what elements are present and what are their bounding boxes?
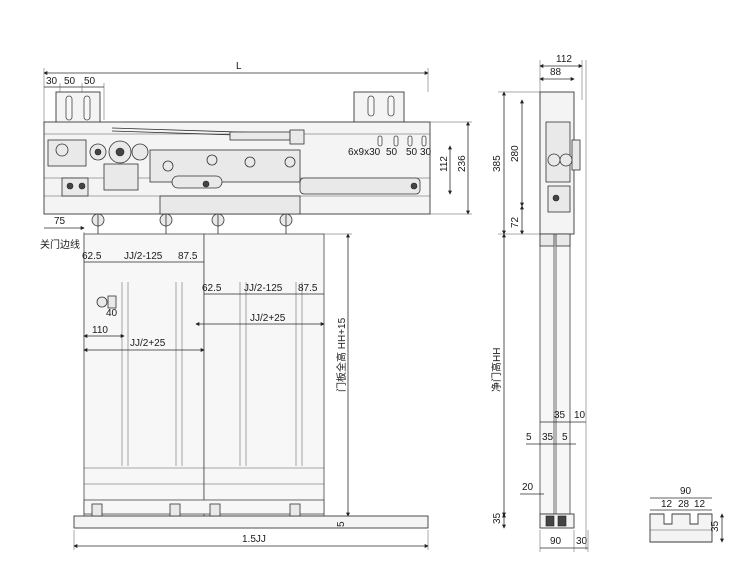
door-panel-right [203,233,325,517]
side-sill [539,513,575,529]
sill [73,515,429,529]
label-jj125b: JJ/2-125 [244,283,283,294]
label-s30: 30 [576,536,588,547]
motor-block [47,139,87,167]
label-62-5b: 62.5 [202,283,222,294]
label-hh15: 门板全高 HH+15 [335,317,348,392]
label-jj25a: JJ/2+25 [130,338,166,349]
label-280: 280 [510,145,521,162]
label-side-88: 88 [550,67,562,78]
label-clear-hh: 净门高HH [490,348,503,392]
label-72: 72 [510,216,521,228]
door-panel-left [83,233,205,517]
rail-profile [649,513,713,543]
side-leaf-2 [555,233,571,515]
label-r28: 28 [678,499,690,510]
label-50c: 50 [386,147,398,158]
label-50d: 50 [406,147,418,158]
label-close-edge: 关门边线 [40,238,80,251]
label-40: 40 [106,308,118,319]
label-r90: 90 [680,486,692,497]
label-holes: 6x9x30 [348,147,381,158]
label-r12a: 12 [661,499,673,510]
label-87-5b: 87.5 [298,283,318,294]
label-5: 5 [336,521,347,527]
side-leaf-1 [539,233,555,515]
label-s90: 90 [550,536,562,547]
label-62-5a: 62.5 [82,251,102,262]
right-bracket [353,91,405,123]
label-s35c: 35 [492,512,503,524]
label-30: 30 [46,76,58,87]
label-s10: 10 [574,410,586,421]
label-jj125a: JJ/2-125 [124,251,163,262]
label-110: 110 [92,325,108,336]
label-L: L [236,61,242,72]
label-236: 236 [457,155,468,172]
label-30b: 30 [420,147,432,158]
label-1-5jj: 1.5JJ [242,534,266,545]
label-87-5a: 87.5 [178,251,198,262]
label-jj25b: JJ/2+25 [250,313,286,324]
label-side-112: 112 [556,54,572,65]
label-s35b: 35 [542,432,554,443]
label-s5a: 5 [526,432,532,443]
label-s20: 20 [522,482,534,493]
label-r12b: 12 [694,499,706,510]
label-50b: 50 [84,76,96,87]
side-view: 112 88 385 280 72 净门高HH 35 10 5 35 [490,54,589,552]
label-r35: 35 [710,520,721,532]
label-s35a: 35 [554,410,566,421]
label-50a: 50 [64,76,76,87]
label-s5b: 5 [562,432,568,443]
front-view: L 30 50 50 [40,61,472,550]
rail-section: 90 12 28 12 35 [649,486,724,543]
label-385: 385 [492,155,503,172]
label-75: 75 [54,216,66,227]
label-112v: 112 [439,156,450,172]
